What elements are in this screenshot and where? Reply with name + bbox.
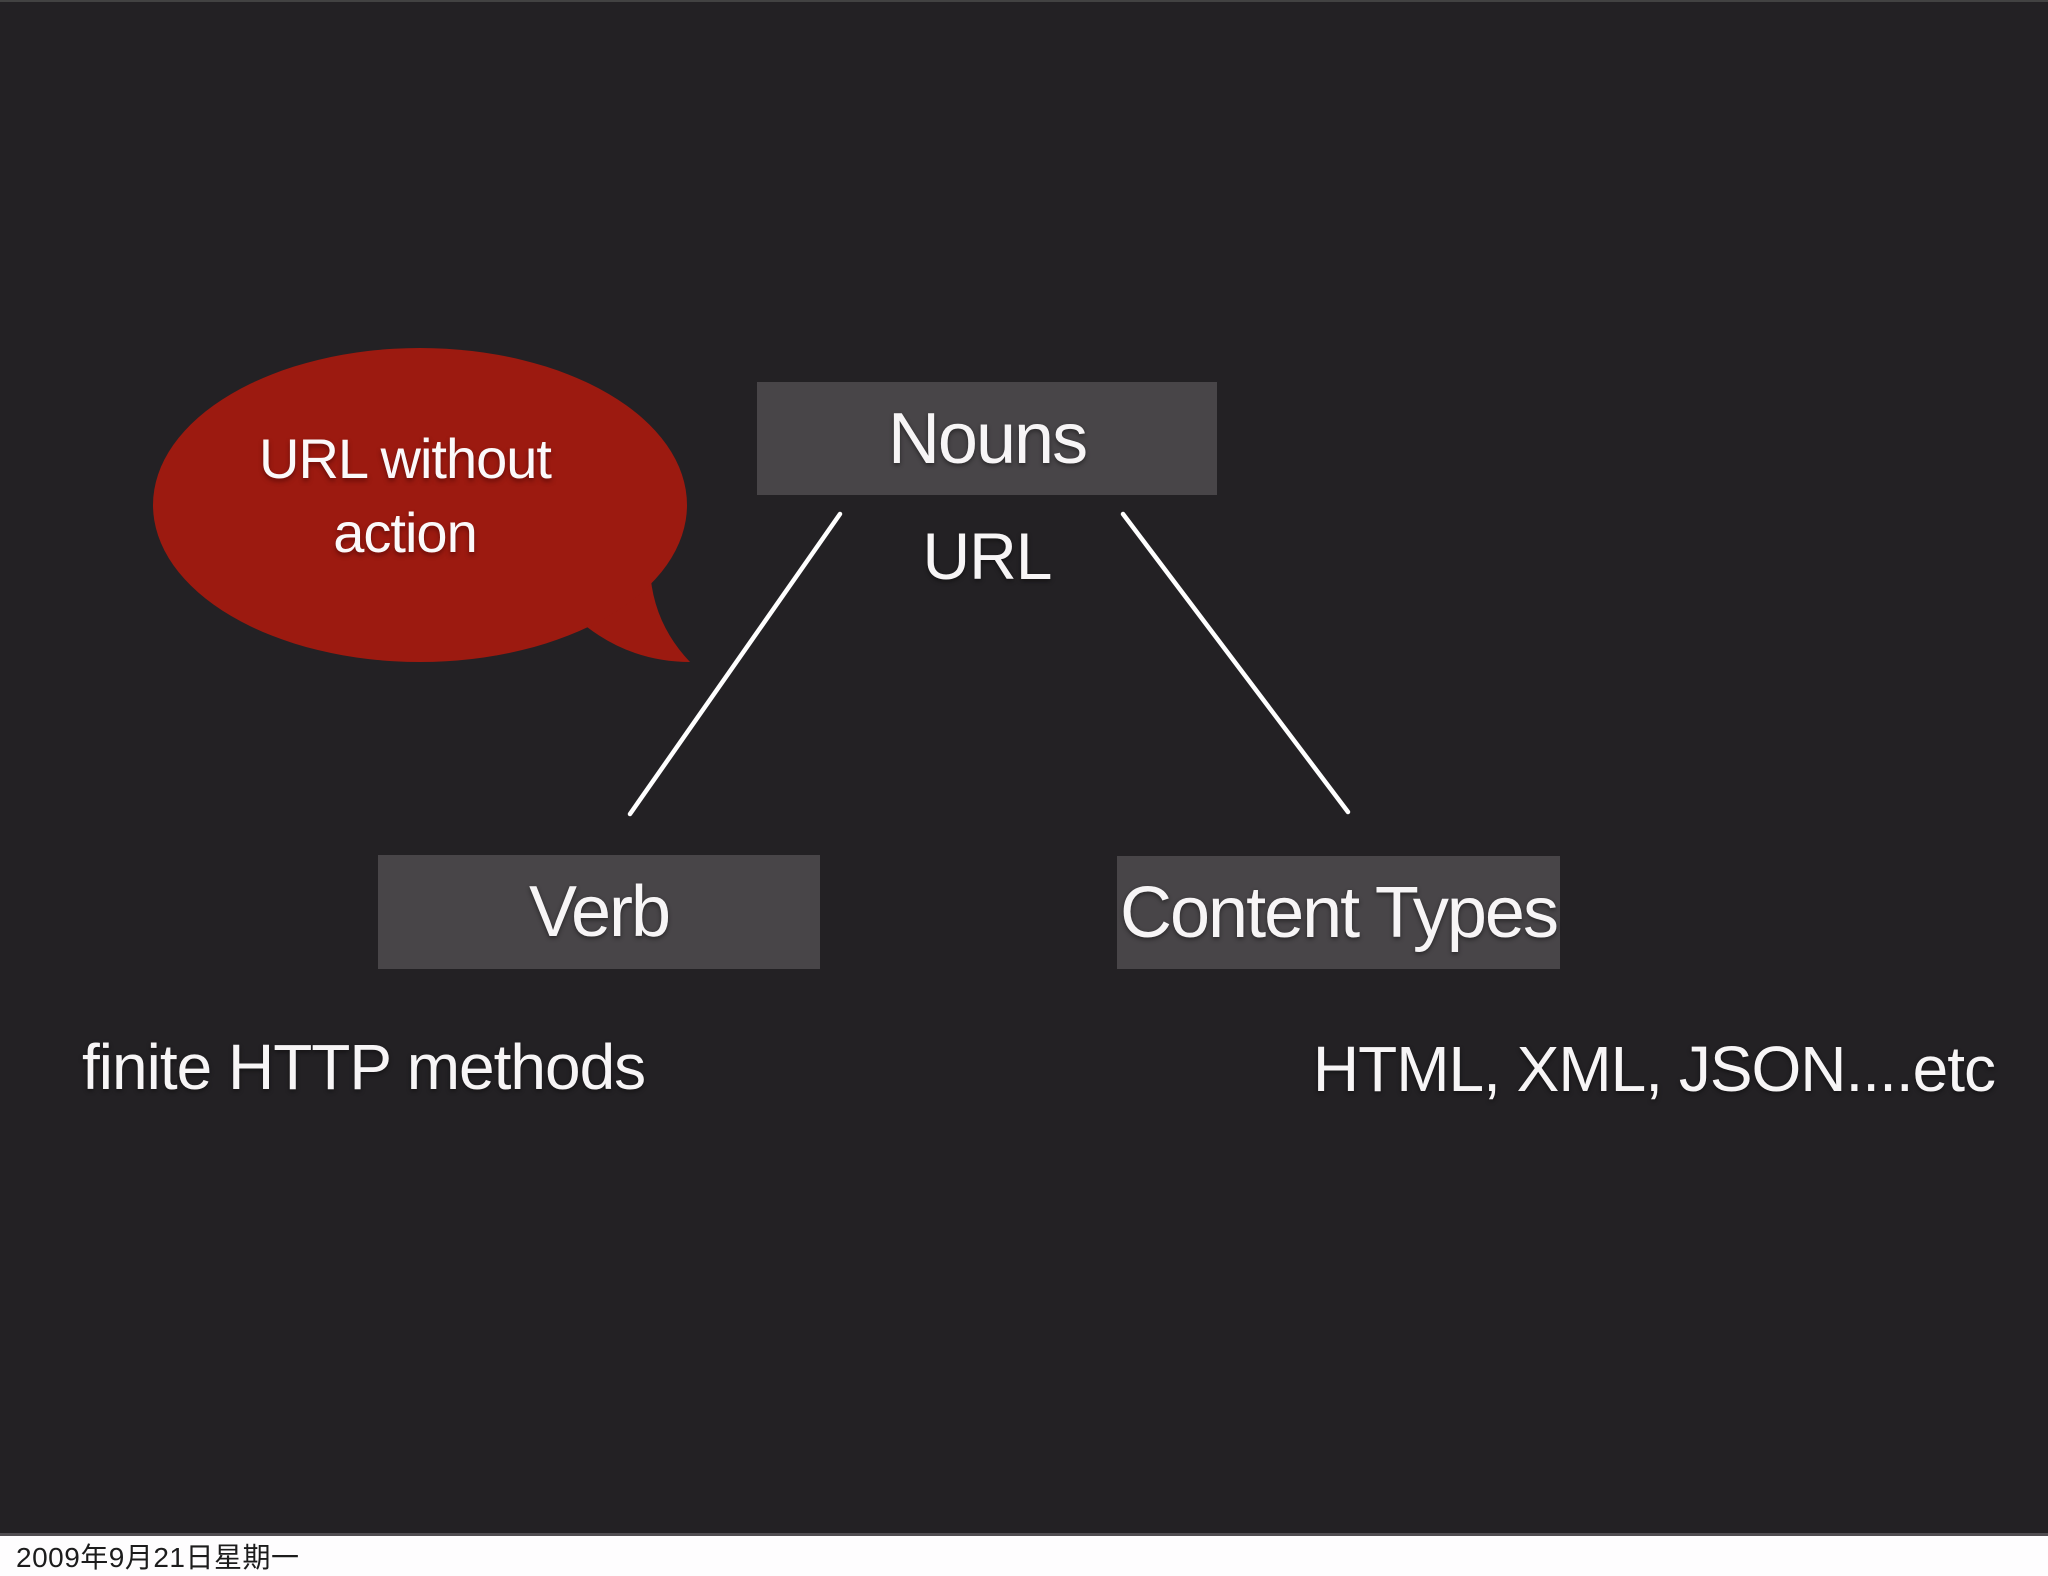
url-label: URL (922, 519, 1052, 593)
node-content-types: Content Types (1117, 856, 1560, 969)
speech-bubble (153, 348, 690, 662)
slide: URL without action Nouns URL Verb Conten… (0, 0, 2048, 1536)
node-nouns-label: Nouns (887, 398, 1088, 479)
node-verb-label: Verb (528, 872, 671, 952)
node-verb: Verb (378, 855, 820, 969)
caption-finite-http-methods: finite HTTP methods (82, 1031, 646, 1103)
slide-date: 2009年9月21日星期一 (16, 1542, 300, 1573)
connector-lines (627, 511, 1351, 817)
node-content-types-label: Content Types (1120, 872, 1559, 953)
caption-content-type-examples: HTML, XML, JSON....etc (1312, 1033, 1996, 1105)
speech-bubble-text: URL without action (259, 427, 552, 564)
speech-bubble-body (153, 348, 687, 662)
footer-date-bar: 2009年9月21日星期一 (0, 1536, 2048, 1576)
speech-bubble-tail (575, 568, 690, 662)
node-nouns: Nouns (757, 382, 1217, 495)
